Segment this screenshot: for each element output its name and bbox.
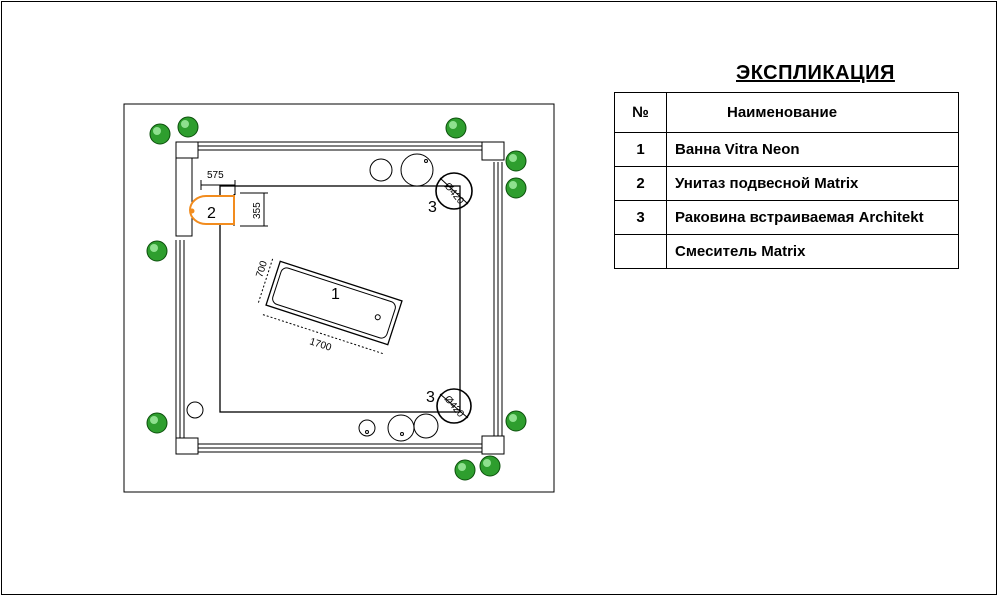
shrub	[505, 150, 527, 172]
sink-bottom	[436, 388, 472, 424]
site-boundary	[123, 103, 555, 493]
legend-header-number: №	[614, 92, 667, 133]
legend-table: № Наименование 1 Ванна Vitra Neon 2 Унит…	[614, 92, 959, 269]
bathtub-number: 1	[331, 286, 340, 303]
legend-header-row: № Наименование	[614, 92, 959, 133]
shrub	[146, 412, 168, 434]
bathtub-length-dimension: 1700	[308, 336, 333, 353]
planters	[186, 153, 439, 442]
legend-row: 2 Унитаз подвесной Matrix	[614, 166, 959, 201]
wall-left	[175, 141, 193, 442]
legend-row-name: Смеситель Matrix	[666, 234, 959, 269]
legend-row-name: Унитаз подвесной Matrix	[666, 166, 959, 201]
shrub	[505, 410, 527, 432]
shrub	[454, 459, 476, 481]
legend-row-name: Ванна Vitra Neon	[666, 132, 959, 167]
sink-top-diameter: Ø420	[442, 181, 466, 207]
shrub	[445, 117, 467, 139]
sink-top-number: 3	[428, 199, 437, 216]
wall-bottom	[196, 443, 482, 453]
inner-area	[219, 185, 461, 413]
toilet-width-dimension: 575	[207, 170, 224, 181]
legend-title: ЭКСПЛИКАЦИЯ	[736, 62, 895, 84]
shrubs	[146, 116, 527, 481]
legend-row: Смеситель Matrix	[614, 234, 959, 269]
sink-bottom-diameter: Ø420	[442, 394, 466, 420]
shrub	[479, 455, 501, 477]
sink-top	[435, 172, 473, 210]
legend-row-number: 1	[614, 132, 667, 167]
corner-columns	[175, 141, 505, 455]
shrub	[177, 116, 199, 138]
toilet-number: 2	[207, 205, 216, 222]
legend-row-name: Раковина встраиваемая Architekt	[666, 200, 959, 235]
toilet	[189, 180, 268, 227]
legend-row-number	[614, 234, 667, 269]
shrub	[505, 177, 527, 199]
legend-row: 1 Ванна Vitra Neon	[614, 132, 959, 167]
legend-row: 3 Раковина встраиваемая Architekt	[614, 200, 959, 235]
toilet-depth-dimension: 355	[252, 202, 263, 219]
shrub	[146, 240, 168, 262]
wall-top	[196, 141, 482, 151]
wall-right	[493, 162, 503, 436]
bathtub-width-dimension: 700	[254, 259, 270, 279]
bathtub	[257, 258, 403, 355]
legend-row-number: 3	[614, 200, 667, 235]
legend-header-name: Наименование	[666, 92, 959, 133]
legend-row-number: 2	[614, 166, 667, 201]
sink-bottom-number: 3	[426, 389, 435, 406]
shrub	[149, 123, 171, 145]
